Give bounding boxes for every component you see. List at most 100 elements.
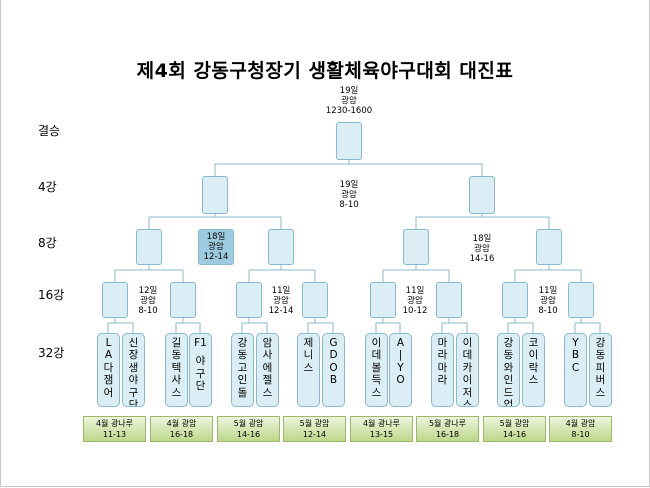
round-label-final: 결승 [38, 124, 61, 138]
team-name-char: 동 [595, 349, 606, 362]
team-name-char: 다 [103, 361, 114, 374]
r16-box-7[interactable] [502, 282, 528, 318]
team-name-char: 이 [528, 349, 539, 362]
team-name-char: 잼 [103, 374, 114, 387]
schedule-time: 11-13 [102, 430, 127, 439]
team-name-char: 동 [503, 349, 514, 362]
r16-box-1[interactable] [102, 282, 128, 318]
team-name-char: 돌 [237, 386, 248, 399]
team-name-char: | [398, 349, 403, 362]
team-name-char: D [329, 349, 338, 362]
team-name-char: 강 [237, 337, 248, 349]
team-name-char: 인 [503, 374, 514, 387]
team-name-char: A [104, 349, 113, 362]
team-name-char: 데 [371, 349, 382, 362]
team-name-char: 저 [462, 386, 473, 399]
team-name-char: 드 [503, 386, 514, 399]
team-name-char: 마 [437, 361, 448, 374]
r16-box-2[interactable] [170, 282, 196, 318]
team-name-char: 스 [371, 386, 382, 399]
round-label-round-of-32: 32강 [38, 346, 65, 360]
team-name-char: Y [572, 337, 579, 349]
r16-box-3[interactable] [236, 282, 262, 318]
schedule-date-venue: 4월 광암 [166, 419, 197, 428]
schedule-date-venue: 5월 광암 [233, 419, 264, 428]
semifinal-box-right[interactable] [469, 176, 495, 214]
team-name-char: 야 [195, 355, 206, 368]
team-name-char: 동 [237, 349, 248, 362]
r16-box-5[interactable] [370, 282, 396, 318]
team-name-char: 인 [237, 374, 248, 387]
team-name-char: 스 [528, 374, 539, 387]
quarterfinal-box-3[interactable] [403, 229, 429, 265]
team-name-char: 텍 [171, 361, 182, 374]
team-name-char: 라 [437, 374, 448, 387]
schedule-date-venue: 5월 광암 [499, 419, 530, 428]
team-name-char: 니 [303, 349, 314, 362]
team-name-char: 강 [595, 337, 606, 349]
team-name-char: O [396, 374, 405, 387]
team-name-char: 스 [171, 386, 182, 399]
team-name-char: 길 [171, 337, 182, 349]
team-name-char: 피 [595, 361, 606, 374]
team-name-char: C [571, 361, 580, 374]
team-name-char: 단 [128, 399, 139, 407]
team-name-char: 스 [462, 399, 473, 407]
r16-box-8[interactable] [568, 282, 594, 318]
quarterfinal-box-1[interactable] [136, 229, 162, 265]
quarterfinal-box-highlighted[interactable] [198, 229, 234, 265]
final-match-box[interactable] [336, 122, 362, 160]
quarterfinal-box-4[interactable] [536, 229, 562, 265]
round-label-quarterfinal: 8강 [38, 236, 57, 250]
team-name-char: 암 [262, 337, 273, 349]
schedule-time: 16-18 [169, 430, 194, 439]
schedule-date-venue: 5월 광나루 [428, 419, 467, 428]
page-title: 제4회 강동구청장기 생활체육야구대회 대진표 [136, 60, 514, 82]
team-name-char: B [571, 349, 580, 362]
schedule-time: 14-16 [236, 430, 261, 439]
team-name-char: 구 [128, 386, 139, 399]
round-label-round-of-16: 16강 [38, 288, 65, 302]
team-name-char: 생 [128, 361, 139, 374]
team-name-char: 스 [303, 361, 314, 374]
team-name-char: 스 [595, 386, 606, 399]
schedule-time: 12-14 [302, 430, 327, 439]
team-name-char: O [329, 361, 338, 374]
team-name-char: 업 [503, 399, 514, 407]
team-name-char: 코 [528, 337, 539, 349]
r16-box-4[interactable] [302, 282, 328, 318]
team-name-char: 동 [171, 349, 182, 362]
quarterfinal-box-2[interactable] [268, 229, 294, 265]
team-name-char: 카 [462, 361, 473, 374]
r16-box-6[interactable] [436, 282, 462, 318]
team-name-char: 라 [437, 349, 448, 362]
team-name-char: 락 [528, 361, 539, 374]
team-name-char: 사 [171, 374, 182, 387]
semifinal-box-left[interactable] [202, 176, 228, 214]
schedule-date-venue: 4월 광암 [565, 419, 596, 428]
